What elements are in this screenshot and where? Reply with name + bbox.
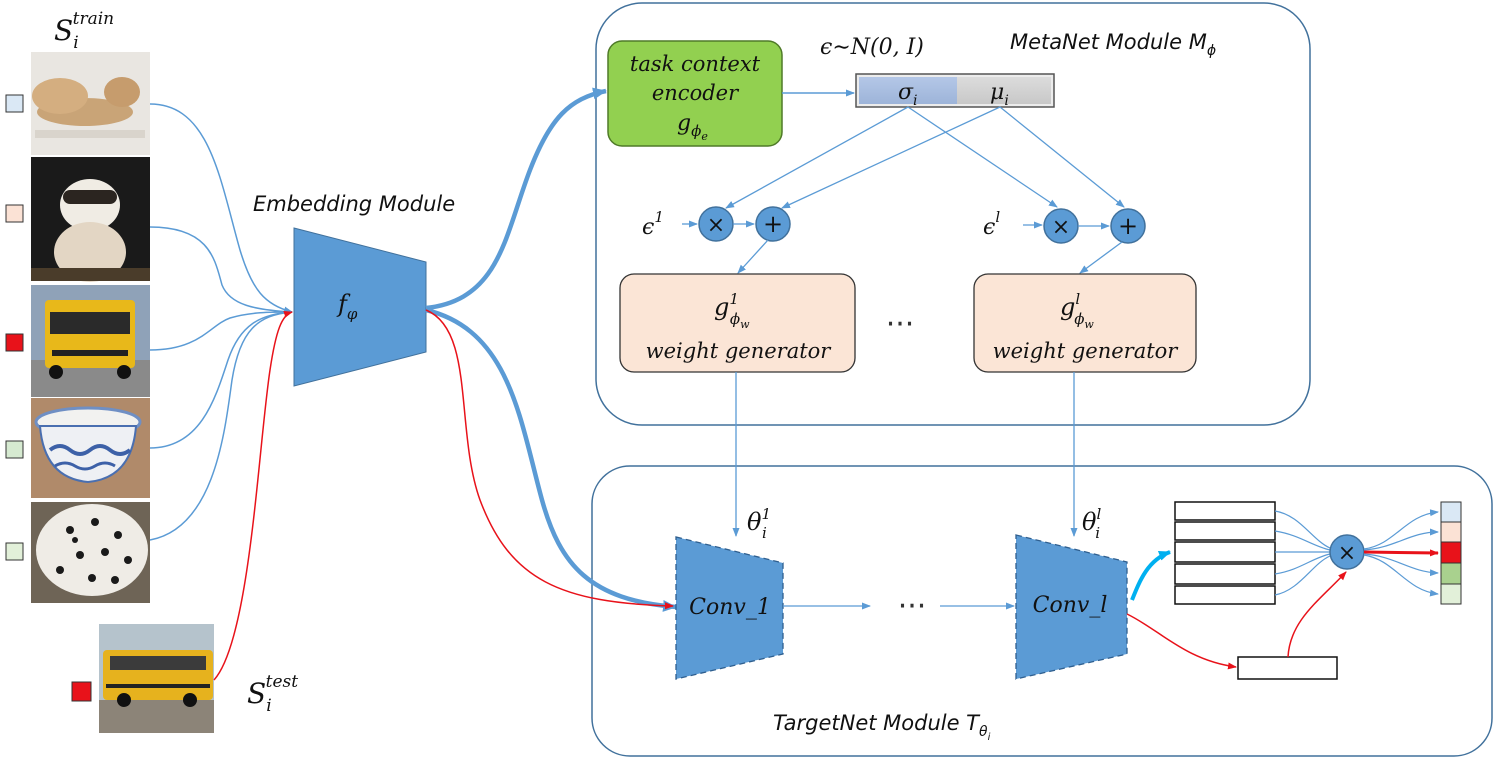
s-test-label: Sitest xyxy=(247,672,298,716)
output-class-4 xyxy=(1440,562,1462,585)
targetnet-module-label: TargetNet Module Tθi xyxy=(773,711,991,743)
conv-1-label: Conv_1 xyxy=(689,595,771,620)
plus-symbol-l: + xyxy=(1118,212,1138,240)
weight-generator-l-box xyxy=(973,273,1197,373)
plus-node-1 xyxy=(755,206,791,242)
flow-plusl-to-wgl xyxy=(1079,241,1123,274)
embedding-module-label: Embedding Module xyxy=(253,192,455,216)
metanet-module-box xyxy=(595,2,1311,426)
wg1-text: weight generator xyxy=(646,339,833,363)
task-encoder-line1: task context xyxy=(630,52,761,76)
train-image-porcelain-bowl xyxy=(31,398,150,498)
test-class-square xyxy=(71,681,92,702)
flow-mult-to-out4 xyxy=(1363,553,1439,577)
flow-feat5-to-mult xyxy=(1274,555,1331,596)
targetnet-module-box xyxy=(591,465,1493,757)
metanet-module-label: MetaNet Module Mϕ xyxy=(1010,30,1216,59)
train-image-lioness xyxy=(31,52,150,155)
plus-symbol-1: + xyxy=(763,210,783,238)
flow-plus1-to-wg1 xyxy=(737,239,769,274)
mu-cell xyxy=(957,77,1051,104)
flow-feat2-to-mult xyxy=(1274,530,1331,551)
test-feature-box xyxy=(1237,656,1338,680)
support-feature-stack xyxy=(1174,501,1276,605)
output-class-3 xyxy=(1440,541,1462,564)
class-square-5 xyxy=(5,542,24,561)
multiply-symbol-1: × xyxy=(707,213,725,238)
flow-train-1 xyxy=(149,103,293,314)
epsilon-distribution-label: ϵ∼N(0, I) xyxy=(820,35,924,60)
flow-train-5 xyxy=(149,311,293,541)
flow-mult-to-out2 xyxy=(1363,528,1439,551)
flow-convl-to-test-feature xyxy=(1126,613,1237,670)
task-encoder-symbol: gϕe xyxy=(677,111,708,143)
conv-1-layer xyxy=(675,536,784,680)
flow-test-feature-to-mult xyxy=(1287,571,1347,658)
train-image-school-bus xyxy=(31,285,150,397)
output-class-5 xyxy=(1440,583,1462,605)
wgl-text: weight generator xyxy=(993,339,1180,363)
flow-train-3 xyxy=(149,311,293,351)
output-multiply-symbol: × xyxy=(1338,541,1356,566)
class-square-4 xyxy=(5,440,24,459)
flow-mult-to-out3 xyxy=(1363,549,1439,557)
flow-mu-to-plus1 xyxy=(781,106,1001,209)
flow-test xyxy=(213,310,293,681)
flow-embed-to-conv1 xyxy=(425,307,677,612)
train-image-ferret xyxy=(31,157,150,282)
flow-feat4-to-mult xyxy=(1274,553,1331,575)
sigma-label: σi xyxy=(898,80,918,109)
flow-mult-to-out5 xyxy=(1363,554,1439,597)
train-image-cake xyxy=(31,502,150,603)
flow-feat1-to-mult xyxy=(1274,510,1331,549)
sigma-cell xyxy=(859,77,957,104)
embedding-network-shape xyxy=(293,227,427,387)
conv-l-label: Conv_l xyxy=(1033,593,1108,618)
flow-sigma-to-multl xyxy=(907,106,1058,208)
conv-l-layer xyxy=(1015,534,1128,680)
task-encoder-line2: encoder xyxy=(652,81,740,105)
layers-ellipsis: ··· xyxy=(898,589,927,624)
s-train-label: Sitrain xyxy=(54,9,114,53)
class-square-3 xyxy=(5,333,24,352)
flow-mult-to-out1 xyxy=(1363,509,1439,550)
test-image-school-bus xyxy=(99,624,214,733)
weight-generator-1-box xyxy=(619,273,856,373)
mu-label: μi xyxy=(990,80,1009,109)
class-square-2 xyxy=(5,204,24,223)
flow-train-4 xyxy=(149,311,293,449)
generator-ellipsis: ··· xyxy=(886,307,915,342)
flow-train-2 xyxy=(149,226,293,313)
multiply-symbol-l: × xyxy=(1052,215,1070,240)
class-square-1 xyxy=(5,94,24,113)
epsilon-1-label: ϵ1 xyxy=(642,208,664,240)
output-class-1 xyxy=(1440,501,1462,523)
epsilon-l-label: ϵl xyxy=(983,208,1000,240)
output-class-2 xyxy=(1440,521,1462,543)
flow-convl-to-features xyxy=(1130,550,1171,601)
flow-mu-to-plusl xyxy=(999,106,1125,208)
flow-embed-test-to-conv1 xyxy=(425,309,674,610)
plus-node-l xyxy=(1110,208,1146,244)
flow-sigma-to-mult1 xyxy=(725,106,909,209)
flow-embed-to-encoder xyxy=(425,87,607,311)
